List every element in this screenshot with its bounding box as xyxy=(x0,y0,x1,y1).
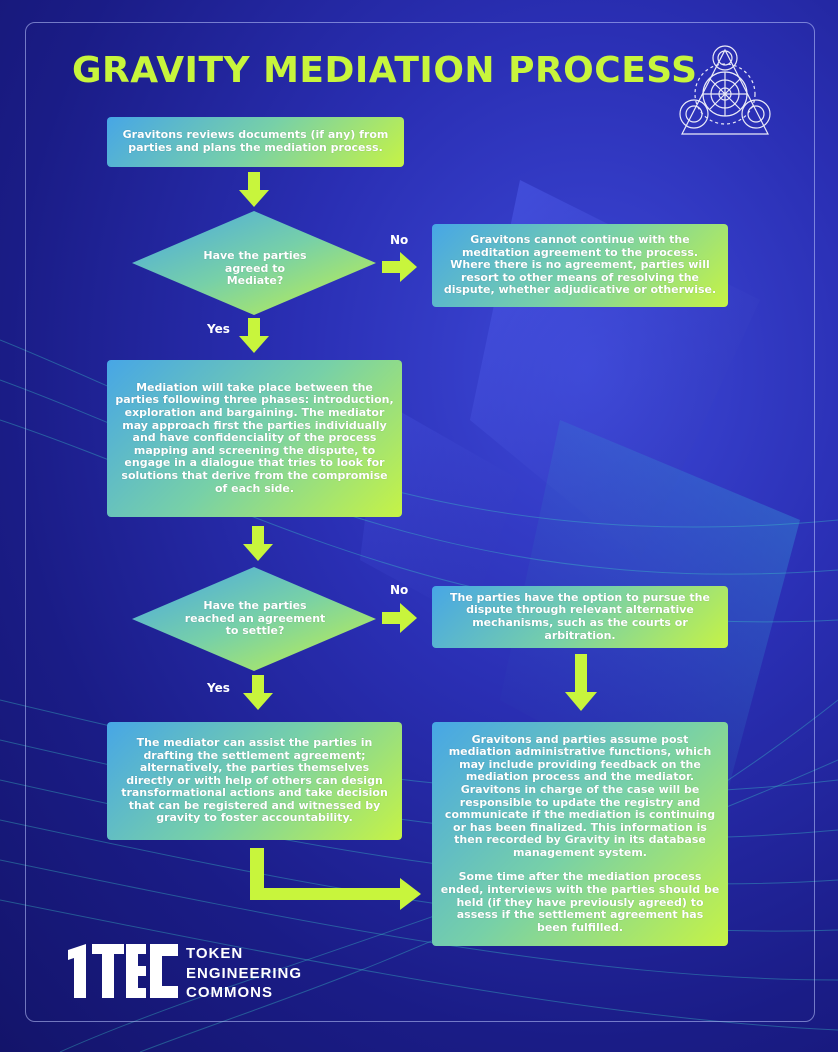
arrow-right-icon xyxy=(382,603,417,633)
decision-reached-agreement xyxy=(132,567,376,671)
step-settlement-drafting: The mediator can assist the parties in d… xyxy=(107,722,402,840)
decision-agreed-to-mediate-text: Have the parties agreed to Mediate? xyxy=(203,249,307,287)
logo-line-commons: COMMONS xyxy=(186,984,273,1001)
arrow-down-icon xyxy=(243,675,273,710)
step-post-mediation-text-2: Some time after the mediation process en… xyxy=(440,870,720,934)
sacred-geometry-emblem-icon xyxy=(679,45,771,135)
elbow-arrow-icon xyxy=(250,848,421,910)
content-frame xyxy=(25,22,815,1022)
arrow-down-icon xyxy=(239,318,269,353)
arrow-right-icon xyxy=(382,252,417,282)
no-label: No xyxy=(390,583,409,597)
step-mediation-phases-text: Mediation will take place between the pa… xyxy=(115,380,394,495)
decision-reached-agreement-text: Have the parties reached an agreement to… xyxy=(184,599,326,637)
outcome-alternative-mechanisms: The parties have the option to pursue th… xyxy=(432,586,728,648)
outcome-alternative-mechanisms-text: The parties have the option to pursue th… xyxy=(450,590,710,642)
yes-label: Yes xyxy=(207,681,230,695)
step-post-mediation-text-1: Gravitons and parties assume post mediat… xyxy=(444,732,716,859)
step-mediation-phases: Mediation will take place between the pa… xyxy=(107,360,402,517)
step-settlement-drafting-text: The mediator can assist the parties in d… xyxy=(121,735,388,825)
outcome-cannot-continue-text: Gravitons cannot continue with the medit… xyxy=(443,233,717,297)
step-review-documents: Gravitons reviews documents (if any) fro… xyxy=(107,117,404,167)
step-review-documents-text: Gravitons reviews documents (if any) fro… xyxy=(122,128,389,154)
outcome-cannot-continue: Gravitons cannot continue with the medit… xyxy=(432,224,728,307)
page-title: GRAVITY MEDIATION PROCESS xyxy=(72,50,698,91)
tec-logo-text: TOKEN ENGINEERING COMMONS xyxy=(186,944,302,1003)
logo-line-engineering: ENGINEERING xyxy=(186,964,303,982)
step-post-mediation: Gravitons and parties assume post mediat… xyxy=(432,722,728,946)
decision-agreed-to-mediate xyxy=(132,211,376,315)
arrow-down-icon xyxy=(239,172,269,207)
no-label: No xyxy=(390,233,409,247)
arrow-down-icon xyxy=(565,654,597,711)
yes-label: Yes xyxy=(207,322,230,336)
logo-line-token: TOKEN xyxy=(186,945,244,962)
arrow-down-icon xyxy=(243,526,273,561)
tec-logo-icon xyxy=(68,944,178,998)
